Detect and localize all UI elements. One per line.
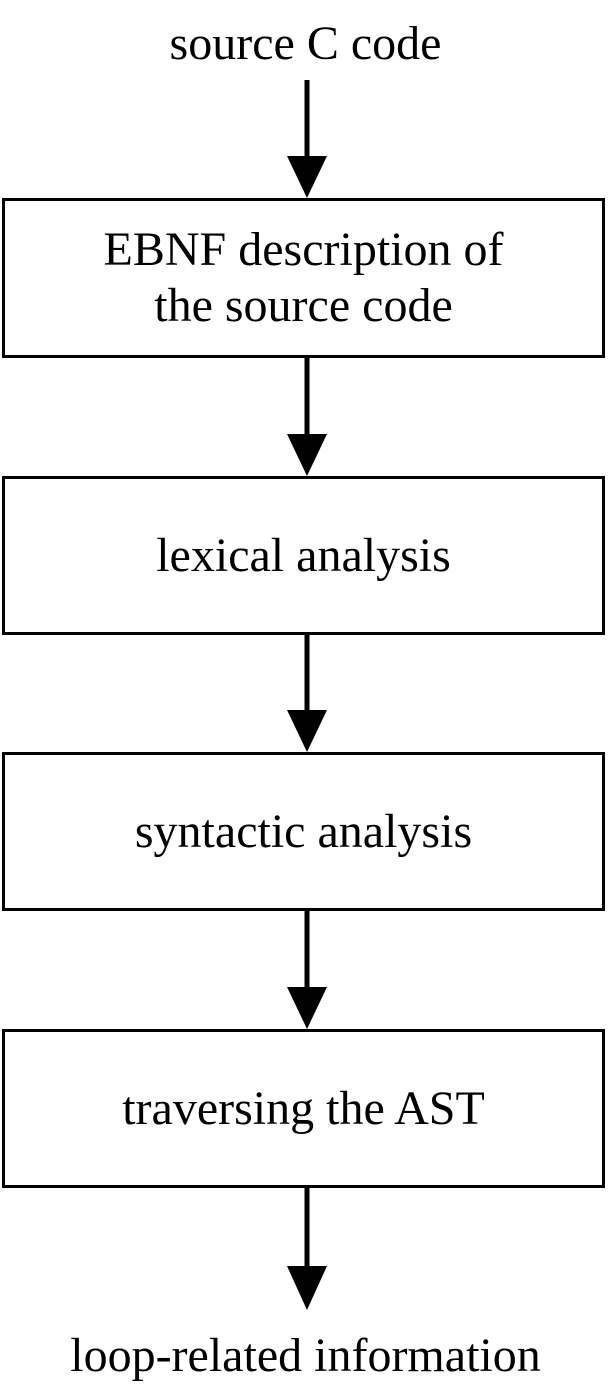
input-label: source C code [169, 17, 442, 70]
step-box-ebnf: EBNF description of the source code [2, 198, 605, 358]
step-label-ebnf: EBNF description of the source code [103, 223, 504, 332]
step-label-lexical: lexical analysis [156, 528, 451, 582]
step-label-syntactic: syntactic analysis [134, 804, 473, 858]
step-label-traversal: traversing the AST [122, 1081, 485, 1135]
arrow-syntactic-to-traversal [287, 911, 327, 1029]
output-label: loop-related information [70, 1329, 541, 1382]
arrow-traversal-to-output [287, 1188, 327, 1310]
step-box-traversal: traversing the AST [2, 1029, 605, 1188]
arrow-input-to-ebnf [287, 80, 327, 198]
step-box-lexical: lexical analysis [2, 476, 605, 635]
arrow-lexical-to-syntactic [287, 635, 327, 752]
arrow-ebnf-to-lexical [287, 358, 327, 476]
step-box-syntactic: syntactic analysis [2, 752, 605, 911]
